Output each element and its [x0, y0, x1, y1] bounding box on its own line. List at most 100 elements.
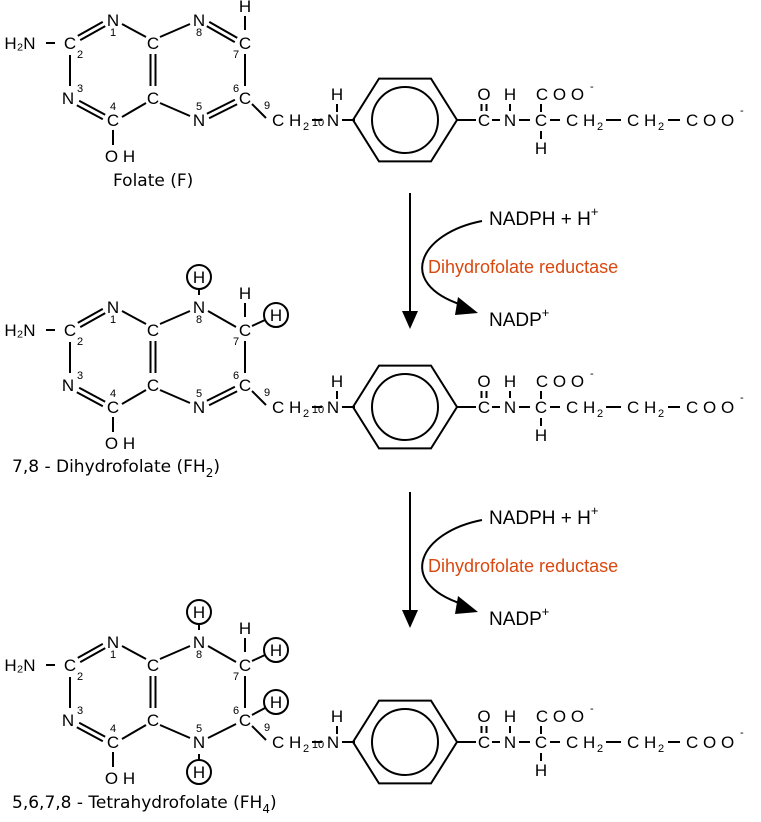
amide-h: H: [504, 85, 516, 104]
bond-n5-c6: [206, 98, 236, 115]
ring-number-1: 1: [110, 27, 116, 39]
h-on-n10: H: [331, 85, 343, 104]
alpha-carboxylate-charge: -: [590, 81, 594, 93]
atom-c6: C: [239, 89, 251, 108]
atom-n5: N: [193, 111, 205, 130]
atom-c6: C: [239, 376, 251, 395]
added-h-n5: H: [193, 763, 205, 782]
ch2-c9: C H: [272, 111, 301, 130]
caption-subscript: 4: [262, 802, 270, 816]
atom-c4: C: [107, 398, 119, 417]
added-h-n8: H: [193, 603, 205, 622]
caption-text: Folate (F): [113, 171, 193, 191]
atom-c4: C: [107, 733, 119, 752]
ch2-c9: C H: [272, 398, 301, 417]
atom-c4a: C: [147, 89, 159, 108]
ring-number-4: 4: [110, 101, 116, 113]
bond-c4-c4a: [121, 102, 147, 118]
ring-number-5: 5: [196, 388, 202, 400]
molecule-caption: Folate (F): [113, 171, 193, 191]
bond-c8a-n8: [159, 310, 191, 325]
added-h-c7: H: [270, 641, 282, 660]
alpha-carboxylate-charge: -: [590, 368, 594, 380]
caption-subscript: 2: [206, 466, 214, 480]
bond-n3-c4: [76, 726, 104, 743]
benzene-ring: [351, 699, 459, 785]
atom-c4a: C: [147, 711, 159, 730]
atom-c2: C: [64, 34, 76, 53]
h-on-n10: H: [331, 372, 343, 391]
gamma-carboxylate-charge: -: [740, 392, 744, 404]
amine-group: H₂N: [4, 656, 35, 675]
atom-n5: N: [193, 733, 205, 752]
bond-c7-h-added: [251, 654, 266, 662]
amide-h: H: [504, 707, 516, 726]
benzene-aromatic-circle: [371, 86, 439, 154]
caption-close: ): [270, 793, 277, 813]
bond-c2-n1: [77, 642, 104, 659]
chain-ch2-1-subscript: 2: [597, 121, 603, 133]
bond-n8-c7: [207, 310, 237, 328]
atom-n10: N: [327, 398, 339, 417]
alpha-c: C: [535, 733, 547, 752]
bond-c4-c4a: [121, 724, 147, 740]
added-h-n8-circle: [186, 599, 212, 625]
atom-n3: N: [62, 376, 74, 395]
ring-number-10: 10: [312, 117, 324, 129]
chain-ch2-2-subscript: 2: [658, 408, 664, 420]
amine-group: H₂N: [4, 34, 35, 53]
bond-n3-c4: [76, 391, 104, 408]
bond-c2-n1: [79, 25, 106, 42]
atom-n1: N: [107, 298, 119, 317]
bond-c8a-n8: [159, 23, 191, 38]
h-on-c7: H: [239, 284, 251, 303]
carbonyl-c: C: [478, 111, 490, 130]
bond-n8-c7: [208, 20, 238, 39]
hydroxyl-group: O H: [105, 434, 135, 453]
ring-number-5: 5: [196, 723, 202, 735]
amide-n: N: [504, 111, 516, 130]
enzyme-label: Dihydrofolate reductase: [428, 556, 618, 576]
ring-number-4: 4: [110, 388, 116, 400]
ring-number-6: 6: [233, 370, 239, 382]
ring-number-5: 5: [196, 101, 202, 113]
alpha-c: C: [535, 398, 547, 417]
amide-n: N: [504, 398, 516, 417]
ring-number-6: 6: [233, 83, 239, 95]
atom-n8: N: [193, 633, 205, 652]
caption-text: 7,8 - Dihydrofolate (FH: [12, 457, 206, 477]
ring-number-7: 7: [233, 671, 239, 683]
atom-n10: N: [327, 733, 339, 752]
bond-c8a-n8: [159, 645, 191, 660]
alpha-c: C: [535, 111, 547, 130]
ring-number-8: 8: [196, 27, 202, 39]
amide-h: H: [504, 372, 516, 391]
ring-number-7: 7: [233, 49, 239, 61]
ring-number-3: 3: [77, 370, 83, 382]
atom-n3: N: [62, 711, 74, 730]
bond-n3-c4: [78, 386, 106, 403]
ring-number-9: 9: [264, 387, 270, 399]
ring-number-2: 2: [77, 671, 83, 683]
atom-c4: C: [107, 111, 119, 130]
ring-number-3: 3: [77, 83, 83, 95]
bond-c2-n1: [79, 312, 106, 329]
cofactor-curved-arrow: [421, 220, 483, 306]
ring-number-2: 2: [77, 49, 83, 61]
added-h-c7: H: [270, 306, 282, 325]
bond-c2-n1: [79, 647, 106, 664]
atom-c8a: C: [147, 321, 159, 340]
bond-n3-c4: [78, 721, 106, 738]
molecule-caption: 5,6,7,8 - Tetrahydrofolate (FH4): [12, 793, 277, 816]
added-h-c7-circle: [263, 302, 289, 328]
bond-n3-c4: [78, 99, 106, 116]
alpha-carboxylate-charge: -: [590, 703, 594, 715]
chain-ch2-1-subscript: 2: [597, 743, 603, 755]
ring-number-1: 1: [110, 314, 116, 326]
gamma-carboxylate-charge: -: [740, 105, 744, 117]
bond-c6-c9: [251, 725, 267, 741]
added-h-n5-circle: [186, 759, 212, 785]
alpha-carboxylate: C O O: [536, 372, 584, 391]
